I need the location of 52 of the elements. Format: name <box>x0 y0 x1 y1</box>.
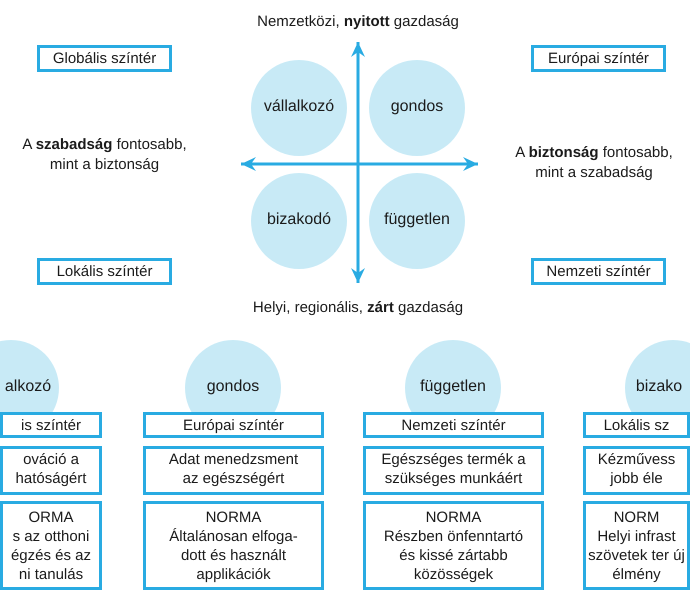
persona-circle <box>251 173 347 269</box>
box-text: Globális színtér <box>52 49 157 68</box>
box-text: Helyi infrast szövetek ter új élmény <box>588 527 685 584</box>
box-heading: NORMA <box>424 508 482 527</box>
level-box <box>0 446 102 495</box>
persona-label: független <box>420 378 486 396</box>
box-text: Nemzeti színtér <box>400 416 507 435</box>
box-text: Európai színtér <box>182 416 285 435</box>
axis-label: Helyi, regionális, zárt gazdaság <box>252 298 464 318</box>
box-text: Európai színtér <box>547 49 650 68</box>
level-box <box>37 45 172 72</box>
persona-circle <box>369 173 465 269</box>
level-box <box>363 412 544 438</box>
box-text: Adat menedzsment az egészségért <box>168 450 300 488</box>
level-box <box>0 412 102 438</box>
persona-label: gondos <box>390 98 444 116</box>
box-heading: ORMA <box>28 508 74 527</box>
level-box <box>143 501 324 590</box>
box-text: Egészséges termék a szükséges munkáért <box>380 450 527 488</box>
persona-circle <box>369 60 465 156</box>
level-box <box>583 446 690 495</box>
box-heading: NORM <box>612 508 660 527</box>
box-text: Részben önfenntartó és kissé zártabb közösségek <box>383 527 524 584</box>
box-text: Lokális sz <box>602 416 670 435</box>
level-box <box>363 446 544 495</box>
level-box <box>531 258 666 285</box>
box-heading: NORMA <box>204 508 262 527</box>
axis-label: Nemzetközi, nyitott gazdaság <box>256 12 460 32</box>
persona-label: vállalkozó <box>264 98 334 116</box>
level-box <box>363 501 544 590</box>
level-box <box>143 412 324 438</box>
box-text: is színtér <box>20 416 82 435</box>
box-text: Általánosan elfoga-dott és használt applikációk <box>168 527 299 584</box>
level-box <box>531 45 666 72</box>
level-box <box>0 501 102 590</box>
persona-circle <box>251 60 347 156</box>
persona-label: gondos <box>206 378 260 396</box>
box-text: s az otthoni égzés és az ni tanulás <box>10 527 92 584</box>
level-box <box>143 446 324 495</box>
axis-label: A biztonság fontosabb, mint a szabadság <box>514 143 674 183</box>
level-box <box>37 258 172 285</box>
persona-label: alkozó <box>4 378 52 396</box>
box-text: ováció a hatóságért <box>14 450 88 488</box>
persona-label: bizako <box>636 378 682 396</box>
box-text: Kézművess jobb éle <box>596 450 676 488</box>
axis-label: A szabadság fontosabb, mint a biztonság <box>21 135 188 175</box>
level-box <box>583 412 690 438</box>
level-box <box>583 501 690 590</box>
persona-label: független <box>384 211 450 229</box>
persona-label: bizakodó <box>266 211 332 229</box>
box-text: Lokális színtér <box>56 262 154 281</box>
box-text: Nemzeti színtér <box>546 262 651 281</box>
